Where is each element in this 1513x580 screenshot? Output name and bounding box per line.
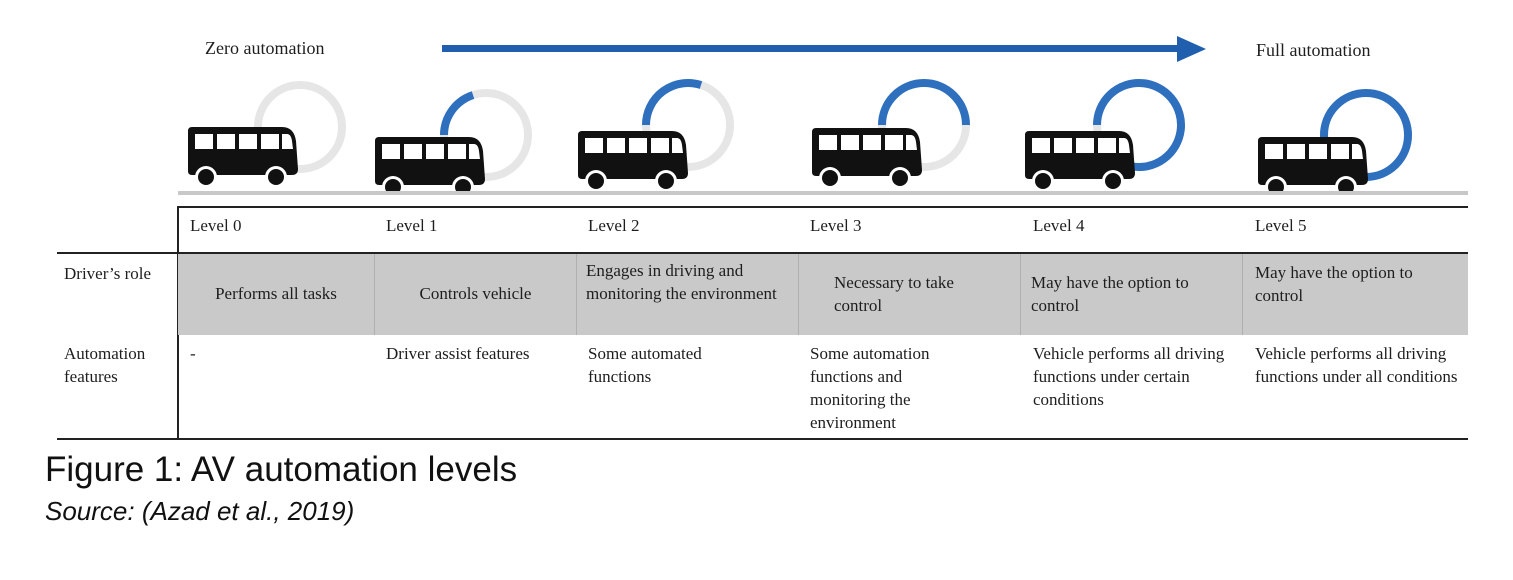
level-icons-layer <box>188 79 1412 198</box>
automation-features-row-header: Automation features <box>64 344 146 386</box>
table-bottom-rule <box>57 438 1468 440</box>
figure-caption: Figure 1: AV automation levels <box>45 450 518 489</box>
automation-features-cell: Driver assist features <box>386 344 530 363</box>
av-automation-levels-diagram: Zero automation Full automation Level 0 … <box>57 36 1468 440</box>
level-1-icon-group <box>375 89 532 198</box>
table-top-rule <box>178 206 1468 208</box>
figure-source: Source: (Azad et al., 2019) <box>45 496 355 526</box>
bus-icon <box>1025 131 1135 192</box>
col-divider-3 <box>798 254 799 335</box>
automation-features-cell: Some automated functions <box>588 344 702 386</box>
drivers-role-band <box>178 254 1468 335</box>
automation-progress-ring <box>642 79 703 126</box>
drivers-role-cell: Performs all tasks <box>215 284 337 303</box>
bus-icon <box>188 127 298 188</box>
level-label: Level 1 <box>386 216 438 235</box>
level-4-icon-group <box>1025 79 1185 192</box>
level-3-icon-group <box>812 79 970 189</box>
zero-automation-label: Zero automation <box>205 38 325 58</box>
arrow-shaft <box>442 45 1180 52</box>
bus-icon <box>1258 137 1368 198</box>
automation-progress-arrow <box>442 36 1206 62</box>
automation-features-cell: Some automation functions and monitoring… <box>810 344 930 432</box>
automation-progress-ring <box>1093 79 1185 171</box>
bus-icon <box>375 137 485 198</box>
level-0-icon-group <box>188 81 346 188</box>
full-automation-label: Full automation <box>1256 40 1371 60</box>
drivers-role-cell: May have the option to control <box>1255 263 1413 305</box>
level-label: Level 3 <box>810 216 862 235</box>
drivers-role-cell: Engages in driving and monitoring the en… <box>586 261 777 303</box>
col-divider-2 <box>576 254 577 335</box>
col-divider-1 <box>374 254 375 335</box>
automation-features-cell: - <box>190 344 196 363</box>
col-divider-5 <box>1242 254 1243 335</box>
level-label: Level 5 <box>1255 216 1307 235</box>
drivers-role-row-header: Driver’s role <box>64 264 152 283</box>
level-5-icon-group <box>1258 89 1412 198</box>
level-label: Level 2 <box>588 216 640 235</box>
header-bottom-rule <box>57 252 1468 254</box>
drivers-role-cell: May have the option to control <box>1031 273 1189 315</box>
level-label: Level 4 <box>1033 216 1085 235</box>
drivers-role-cell: Necessary to take control <box>834 273 954 315</box>
automation-features-cell: Vehicle performs all driving functions u… <box>1255 344 1458 386</box>
drivers-role-cell: Controls vehicle <box>419 284 532 303</box>
col-divider-4 <box>1020 254 1021 335</box>
arrow-head <box>1177 36 1206 62</box>
automation-features-cell: Vehicle performs all driving functions u… <box>1033 344 1225 409</box>
automation-progress-ring <box>440 91 475 136</box>
level-2-icon-group <box>578 79 734 192</box>
automation-progress-ring <box>878 79 970 126</box>
bus-icon <box>578 131 688 192</box>
level-label: Level 0 <box>190 216 242 235</box>
ground-line <box>178 191 1468 195</box>
bus-icon <box>812 128 922 189</box>
